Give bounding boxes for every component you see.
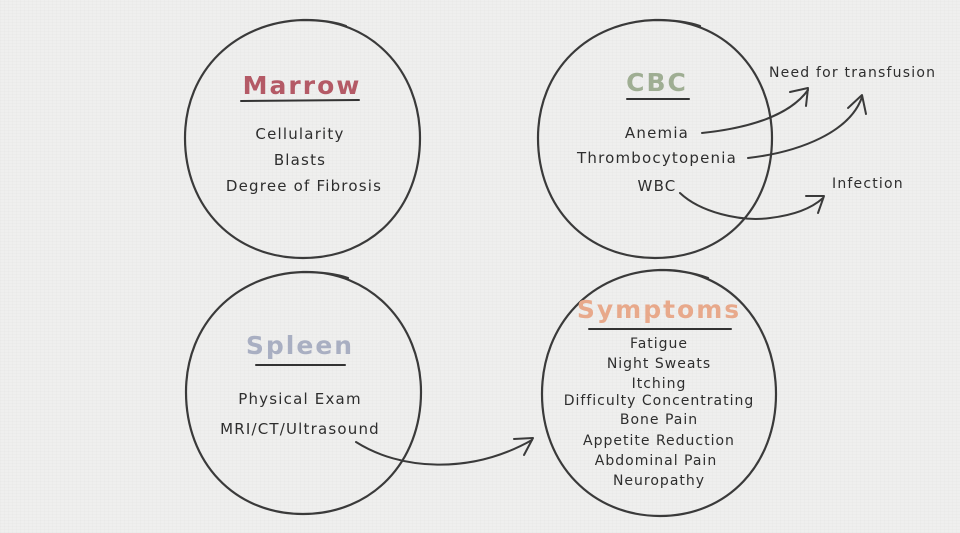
arrow-anemia-to-transfusion	[701, 87, 809, 134]
marrow-item-blasts: Blasts	[274, 151, 326, 169]
symptom-item: Abdominal Pain	[595, 453, 717, 469]
arrow-thrombocytopenia-to-transfusion	[747, 94, 867, 159]
marrow-circle	[183, 18, 422, 260]
arrow-spleen-to-symptoms	[355, 437, 534, 466]
marrow-title-underline	[240, 99, 360, 102]
symptom-item: Night Sweats	[607, 356, 711, 372]
symptom-item: Itching	[632, 376, 687, 392]
spleen-circle	[184, 270, 423, 516]
cbc-circle	[536, 18, 774, 260]
symptoms-circle	[540, 268, 778, 518]
marrow-item-fibrosis: Degree of Fibrosis	[226, 177, 382, 195]
symptom-item: Fatigue	[630, 336, 688, 352]
cbc-item-thrombocytopenia: Thrombocytopenia	[576, 149, 737, 167]
cbc-item-anemia: Anemia	[625, 124, 689, 142]
transfusion-label: Need for transfusion	[769, 65, 936, 81]
symptom-item: Appetite Reduction	[583, 433, 735, 449]
spleen-item-physical-exam: Physical Exam	[238, 390, 362, 408]
symptom-item: Neuropathy	[613, 473, 705, 489]
infection-label: Infection	[832, 176, 904, 192]
marrow-title: Marrow	[243, 71, 362, 100]
symptom-item: Difficulty Concentrating	[564, 393, 754, 409]
spleen-title: Spleen	[246, 331, 354, 360]
symptoms-title: Symptoms	[577, 295, 741, 324]
cbc-title: CBC	[626, 68, 688, 97]
spleen-item-imaging: MRI/CT/Ultrasound	[220, 420, 380, 438]
arrow-wbc-to-infection	[679, 192, 825, 220]
symptom-item: Bone Pain	[620, 412, 698, 428]
cbc-item-wbc: WBC	[638, 177, 677, 195]
marrow-item-cellularity: Cellularity	[255, 125, 344, 143]
